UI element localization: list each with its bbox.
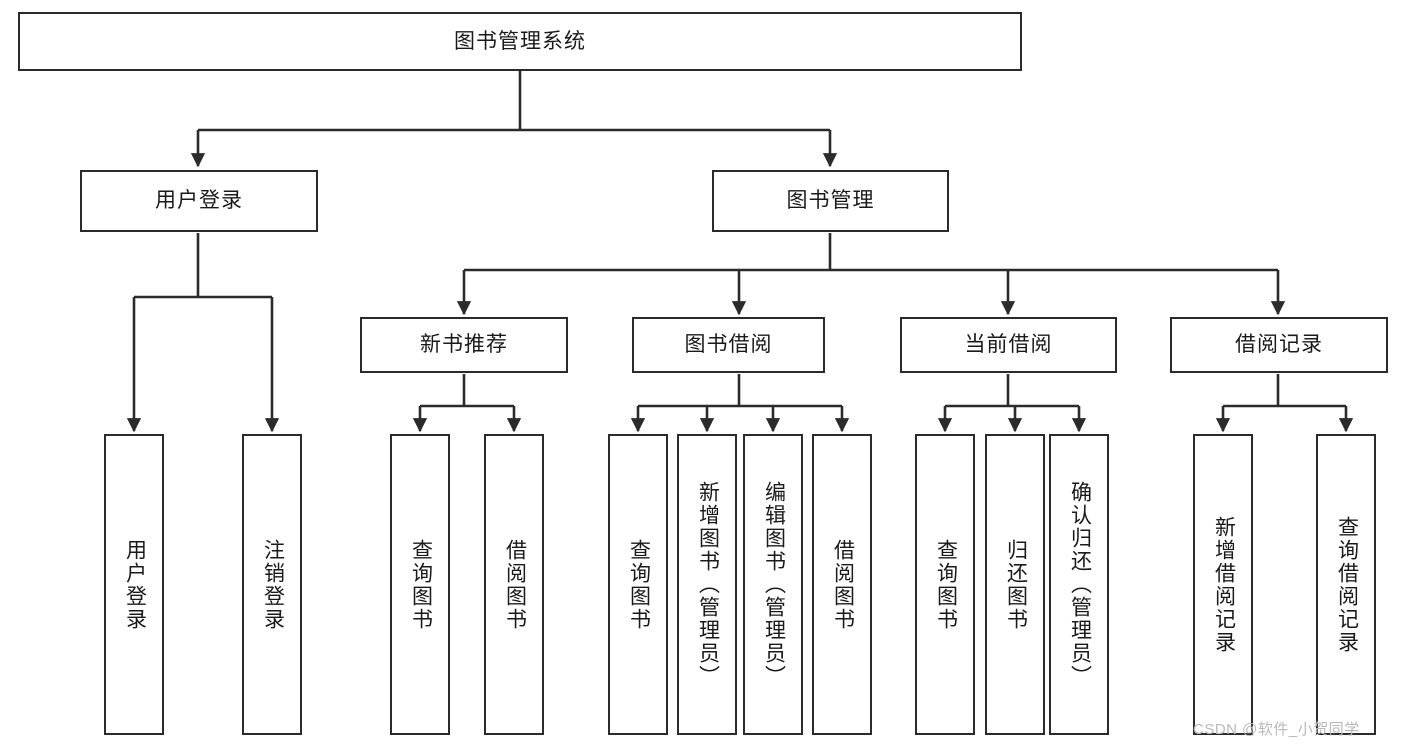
- leaf-current-borrow-2[interactable]: 归还图书: [985, 434, 1045, 735]
- node-borrow-record-label: 借阅记录: [1235, 333, 1323, 357]
- leaf-current-borrow-1[interactable]: 查询图书: [915, 434, 975, 735]
- node-user-login[interactable]: 用户登录: [80, 170, 318, 232]
- leaf-new-book-recommend-1[interactable]: 查询图书: [390, 434, 450, 735]
- leaf-book-borrow-1[interactable]: 查询图书: [608, 434, 668, 735]
- leaf-book-borrow-3[interactable]: 编辑图书（管理员）: [743, 434, 803, 735]
- leaf-borrow-record-1[interactable]: 新增借阅记录: [1193, 434, 1253, 735]
- leaf-label: 新增借阅记录: [1212, 515, 1236, 654]
- node-borrow-record[interactable]: 借阅记录: [1170, 317, 1388, 373]
- node-root[interactable]: 图书管理系统: [18, 12, 1022, 71]
- leaf-label: 用户登录: [123, 538, 147, 631]
- leaf-book-borrow-4[interactable]: 借阅图书: [812, 434, 872, 735]
- leaf-label: 查询图书: [934, 538, 958, 631]
- leaf-borrow-record-2[interactable]: 查询借阅记录: [1316, 434, 1376, 735]
- csdn-watermark: CSDN @软件_小贺同学: [1193, 721, 1360, 738]
- node-root-label: 图书管理系统: [454, 29, 586, 53]
- leaf-label: 借阅图书: [831, 538, 855, 631]
- node-book-borrow[interactable]: 图书借阅: [632, 317, 825, 373]
- leaf-label: 查询图书: [627, 538, 651, 631]
- leaf-label: 新增图书（管理员）: [696, 481, 720, 688]
- leaf-user-login-2[interactable]: 注销登录: [242, 434, 302, 735]
- leaf-book-borrow-2[interactable]: 新增图书（管理员）: [677, 434, 737, 735]
- leaf-label: 查询图书: [409, 538, 433, 631]
- leaf-label: 归还图书: [1004, 538, 1028, 631]
- leaf-label: 编辑图书（管理员）: [762, 481, 786, 688]
- leaf-label: 借阅图书: [503, 538, 527, 631]
- leaf-user-login-1[interactable]: 用户登录: [104, 434, 164, 735]
- leaf-label: 注销登录: [261, 538, 285, 631]
- leaf-label: 查询借阅记录: [1335, 515, 1359, 654]
- node-current-borrow-label: 当前借阅: [964, 333, 1053, 357]
- node-book-manage[interactable]: 图书管理: [712, 170, 949, 232]
- node-current-borrow[interactable]: 当前借阅: [900, 317, 1117, 373]
- node-book-borrow-label: 图书借阅: [684, 333, 773, 357]
- leaf-label: 确认归还（管理员）: [1068, 481, 1092, 688]
- node-user-login-label: 用户登录: [155, 189, 243, 213]
- leaf-current-borrow-3[interactable]: 确认归还（管理员）: [1049, 434, 1109, 735]
- node-new-book-recommend[interactable]: 新书推荐: [360, 317, 568, 373]
- node-new-book-recommend-label: 新书推荐: [420, 333, 508, 357]
- node-book-manage-label: 图书管理: [786, 189, 875, 213]
- leaf-new-book-recommend-2[interactable]: 借阅图书: [484, 434, 544, 735]
